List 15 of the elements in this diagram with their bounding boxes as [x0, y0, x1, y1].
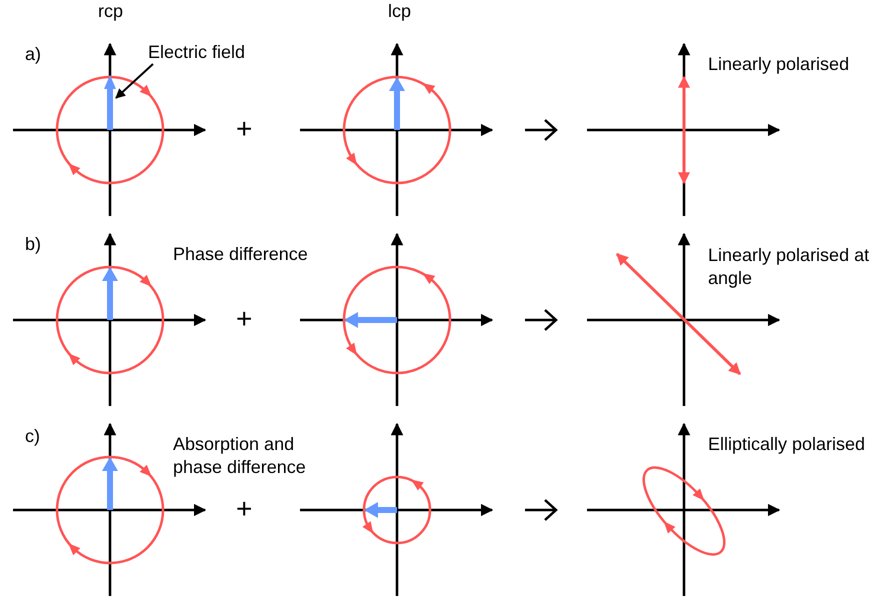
result-label: Elliptically polarised	[708, 433, 866, 456]
caption-text: Absorption and phase difference	[173, 433, 307, 479]
plus-sign: +	[236, 114, 252, 144]
plus-sign: +	[236, 304, 252, 334]
result-label: Linearly polarised at angle	[708, 244, 870, 290]
column-heading: lcp	[388, 0, 412, 23]
column-heading: rcp	[98, 0, 124, 23]
row-label: b)	[25, 233, 42, 256]
caption-text: Phase difference	[173, 243, 308, 266]
row-label: a)	[25, 43, 42, 66]
callout-text: Electric field	[148, 41, 273, 64]
leader-line	[115, 63, 154, 99]
row-label: c)	[25, 425, 40, 448]
result-label: Linearly polarised	[708, 53, 850, 76]
plus-sign: +	[236, 494, 252, 524]
